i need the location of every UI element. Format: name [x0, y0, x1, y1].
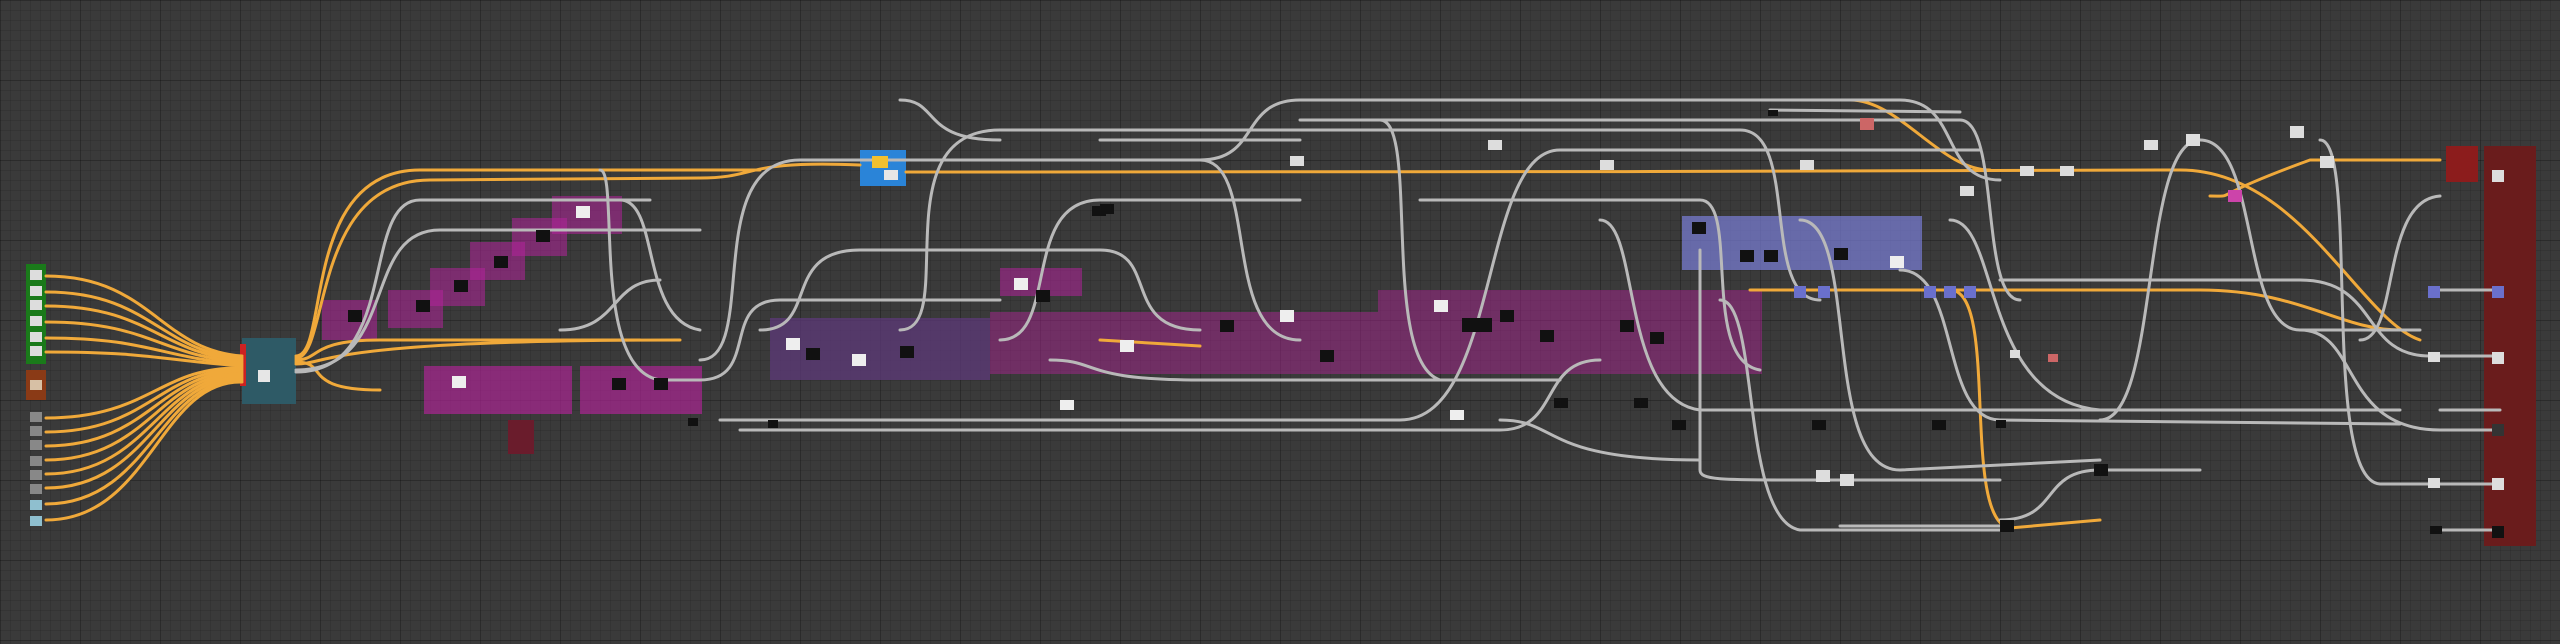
input-node	[30, 270, 42, 280]
magenta-lower-b[interactable]	[580, 366, 702, 414]
magenta-lower-a[interactable]	[424, 366, 572, 414]
purple-mid-band[interactable]	[990, 312, 1378, 374]
red-output-node[interactable]	[2446, 146, 2478, 182]
magenta-lower-small[interactable]	[508, 420, 534, 454]
